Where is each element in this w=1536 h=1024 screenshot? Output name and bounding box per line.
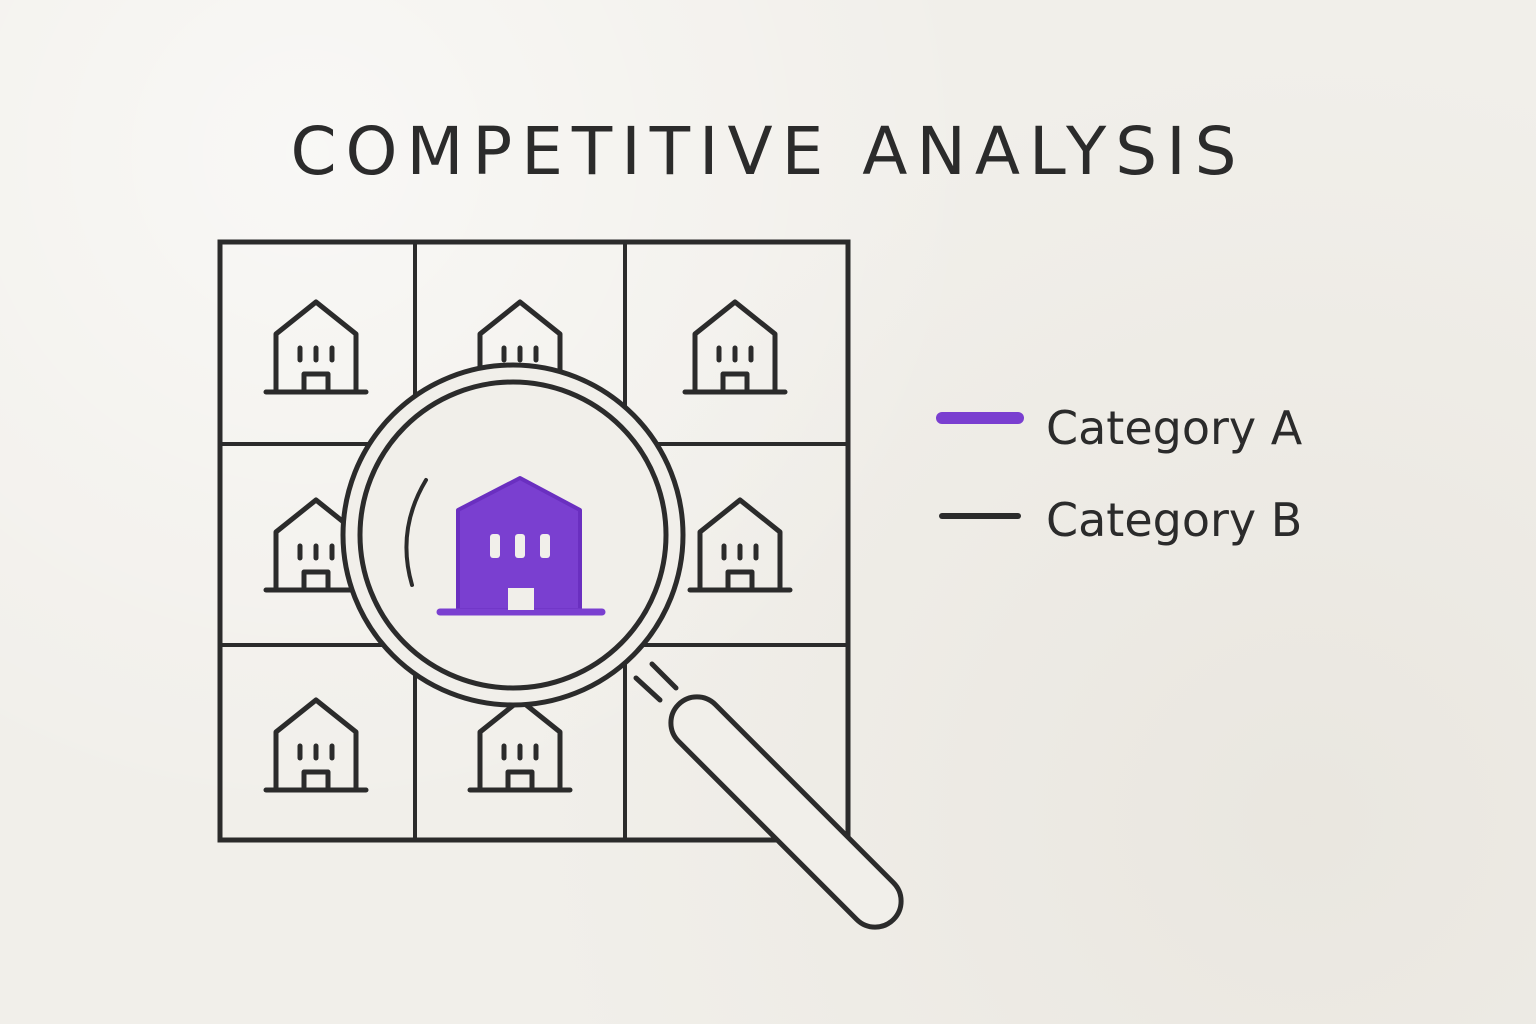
page-title: COMPETITIVE ANALYSIS [290, 113, 1246, 190]
building-icon [685, 302, 785, 392]
legend: Category A Category B [936, 401, 1303, 547]
legend-item-category-a: Category A [936, 401, 1303, 455]
legend-label: Category B [1046, 493, 1302, 547]
legend-item-category-b: Category B [939, 493, 1302, 547]
building-icon [690, 500, 790, 590]
building-icon [266, 302, 366, 392]
building-icon [266, 700, 366, 790]
building-icon [470, 700, 570, 790]
magnifying-glass-icon [340, 362, 904, 930]
grid-border [217, 239, 851, 843]
legend-label: Category A [1046, 401, 1303, 455]
highlighted-building-icon [436, 476, 606, 616]
